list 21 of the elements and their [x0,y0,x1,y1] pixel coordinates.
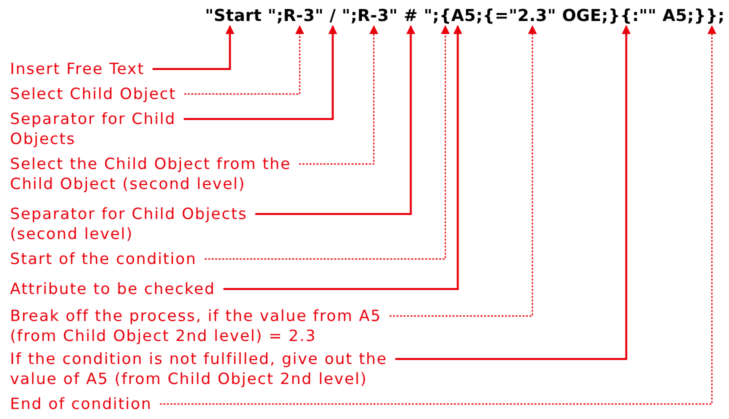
leader-line [223,25,462,290]
annotation-text: If the condition is not fulfilled, give out the value of A5 (from Child Object 2nd level) [10,349,412,389]
leader-line [152,25,234,70]
annotation-text: Insert Free Text [10,59,310,79]
leader-line [390,25,537,317]
annotation-text: Start of the condition [10,249,310,269]
formula-text: "Start ";R-3" / ";R-3" # ";{A5;{="2.3" OGE;}{:"" A5;}}; [205,6,725,25]
annotation-text: Select Child Object [10,84,310,104]
annotation-text: Separator for Child Objects [10,109,210,149]
leader-line [395,25,631,360]
annotation-text: Separator for Child Objects (second level) [10,204,272,244]
leader-line [298,25,378,165]
annotation-text: Select the Child Object from the Child Object (second level) [10,154,315,194]
leader-line [184,25,338,120]
leader-line [160,25,716,405]
leader-line [255,25,416,215]
annotation-text: End of condition [10,394,310,414]
annotation-text: Break off the process, if the value from A5 (from Child Object 2nd level) = 2.3 [10,306,390,346]
leader-line [204,25,450,260]
leader-line [184,25,304,95]
annotation-text: Attribute to be checked [10,279,310,299]
